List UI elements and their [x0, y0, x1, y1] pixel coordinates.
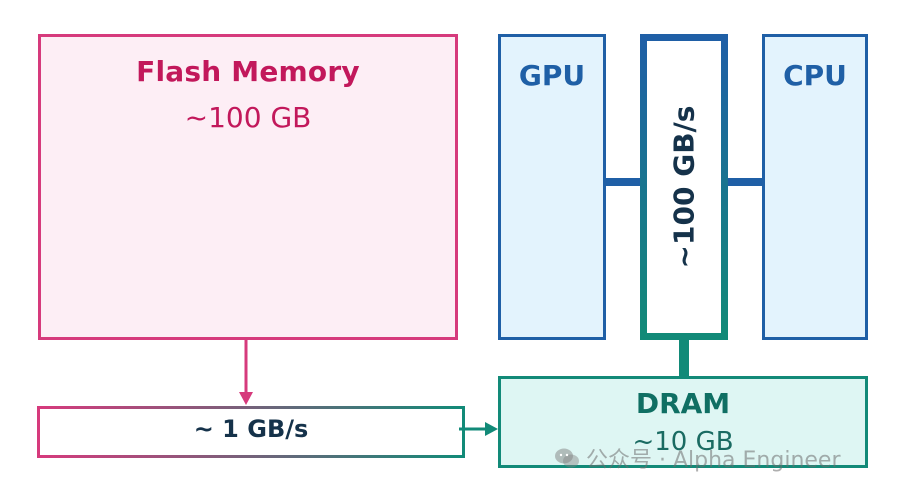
dram-title: DRAM — [635, 387, 731, 420]
gpu-box: GPU — [498, 34, 606, 340]
memory-bus-box: ~100 GB/s — [640, 34, 728, 340]
wechat-icon — [555, 448, 579, 468]
flash-memory-box: Flash Memory ~100 GB — [38, 34, 458, 340]
dram-capacity: ~10 GB — [632, 427, 734, 457]
flash-link-box: ~ 1 GB/s — [37, 406, 465, 458]
memory-bus-bandwidth: ~100 GB/s — [667, 105, 701, 269]
gpu-bus-connector — [606, 178, 640, 186]
flash-down-arrow — [239, 340, 253, 405]
gpu-label: GPU — [518, 59, 586, 92]
bus-dram-connector — [679, 340, 689, 376]
watermark: 公众号 · Alpha Engineer — [554, 442, 841, 474]
flash-link-bandwidth: ~ 1 GB/s — [193, 415, 309, 443]
cpu-box: CPU — [762, 34, 868, 340]
cpu-bus-connector — [728, 178, 762, 186]
cpu-label: CPU — [783, 59, 847, 92]
link-dram-arrow — [459, 422, 498, 436]
watermark-text: 公众号 · Alpha Engineer — [586, 448, 841, 473]
flash-memory-title: Flash Memory — [136, 55, 360, 88]
flash-memory-capacity: ~100 GB — [184, 101, 312, 134]
